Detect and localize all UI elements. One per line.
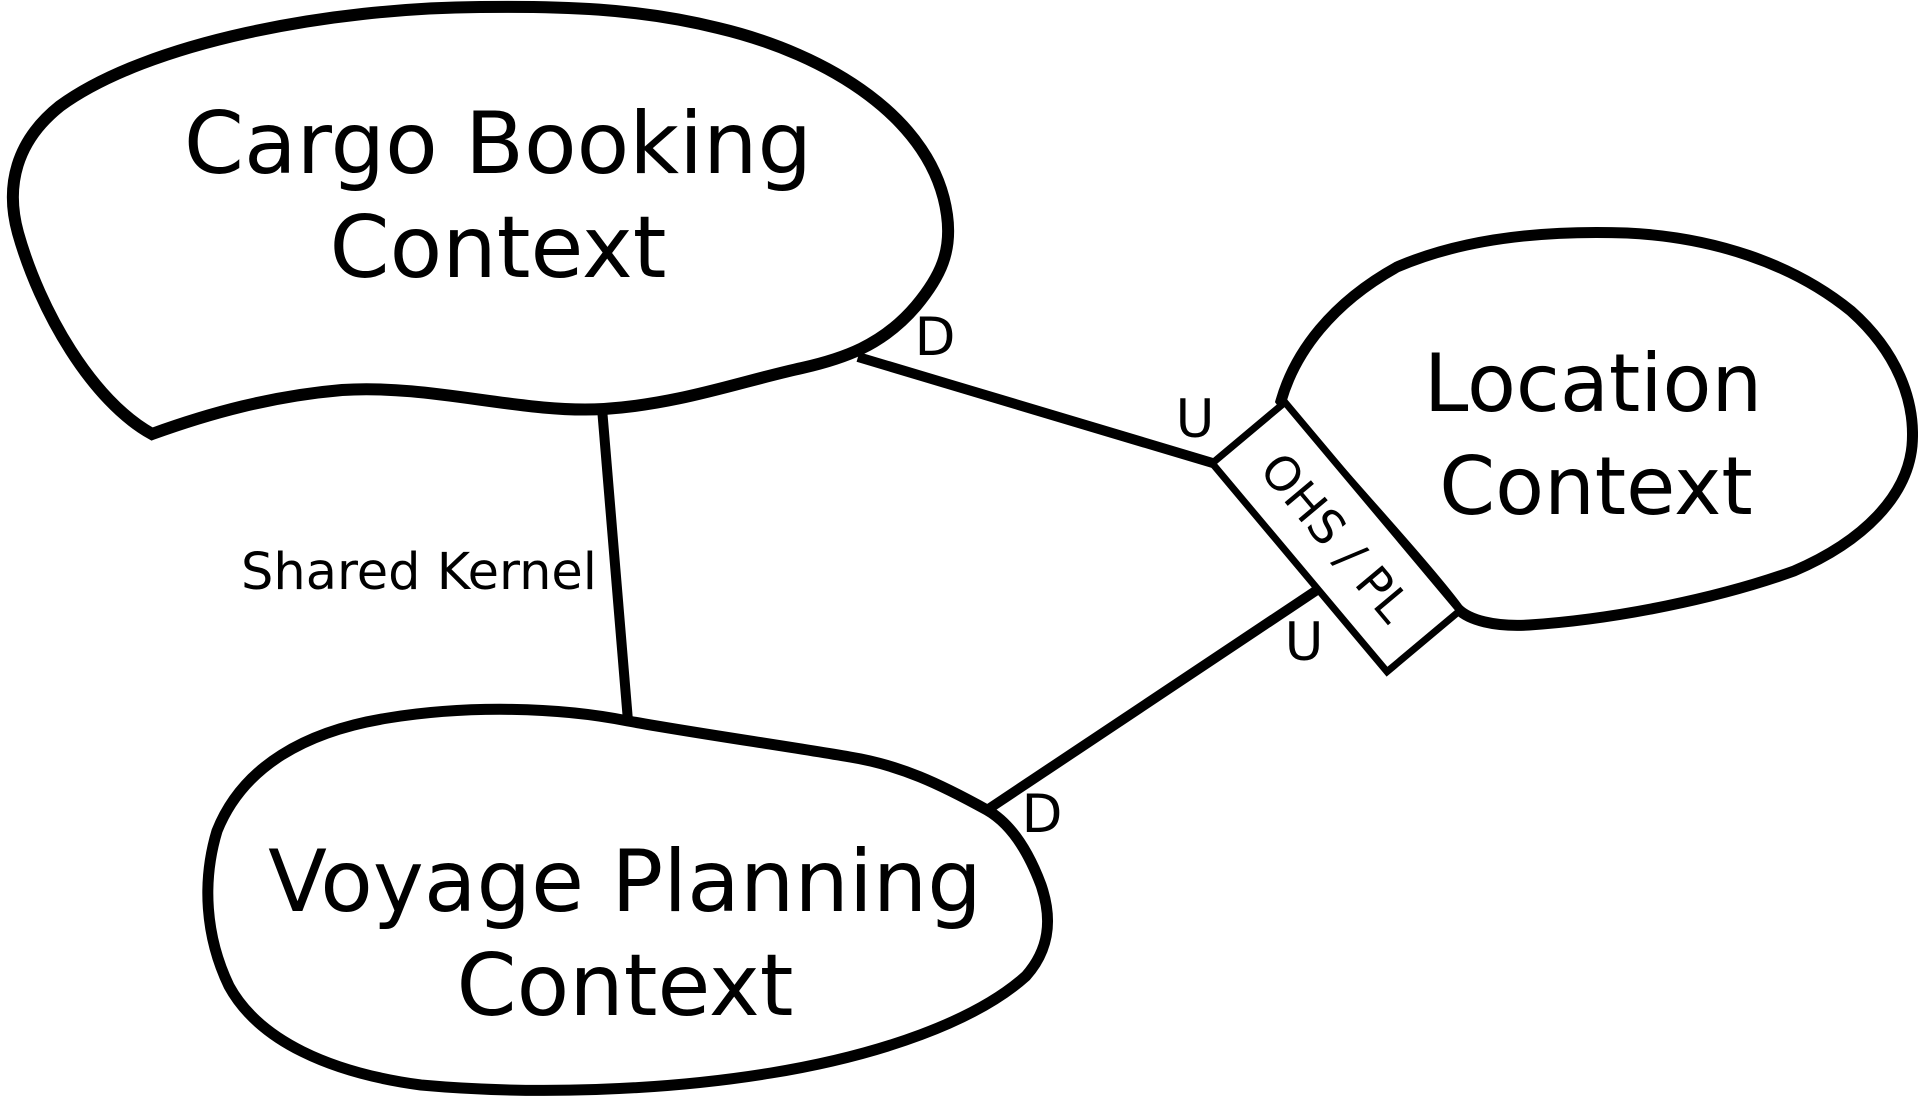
location-label-line1: Location <box>1424 337 1762 430</box>
relationship-line-voyage-location <box>984 583 1323 815</box>
cargo-booking-label-line1: Cargo Booking <box>184 94 812 194</box>
translator-box <box>1207 397 1465 677</box>
shared-kernel-label: Shared Kernel <box>241 543 597 602</box>
cargo-booking-context-bubble <box>6 0 955 441</box>
voyage-planning-context-bubble <box>202 703 1054 1096</box>
relationship-line-cargo-location <box>856 352 1218 469</box>
cargo-location-upstream-label: U <box>1176 389 1215 450</box>
voyage-location-upstream-label: U <box>1285 612 1324 673</box>
location-label-line2: Context <box>1439 440 1752 533</box>
location-context-bubble <box>1274 226 1918 631</box>
relationship-line-cargo-voyage <box>597 407 633 722</box>
cargo-location-downstream-label: D <box>915 307 956 368</box>
voyage-planning-label-line1: Voyage Planning <box>268 832 982 932</box>
voyage-location-downstream-label: D <box>1022 784 1063 845</box>
voyage-planning-label-line2: Context <box>457 936 794 1036</box>
cargo-booking-label-line2: Context <box>330 198 667 298</box>
